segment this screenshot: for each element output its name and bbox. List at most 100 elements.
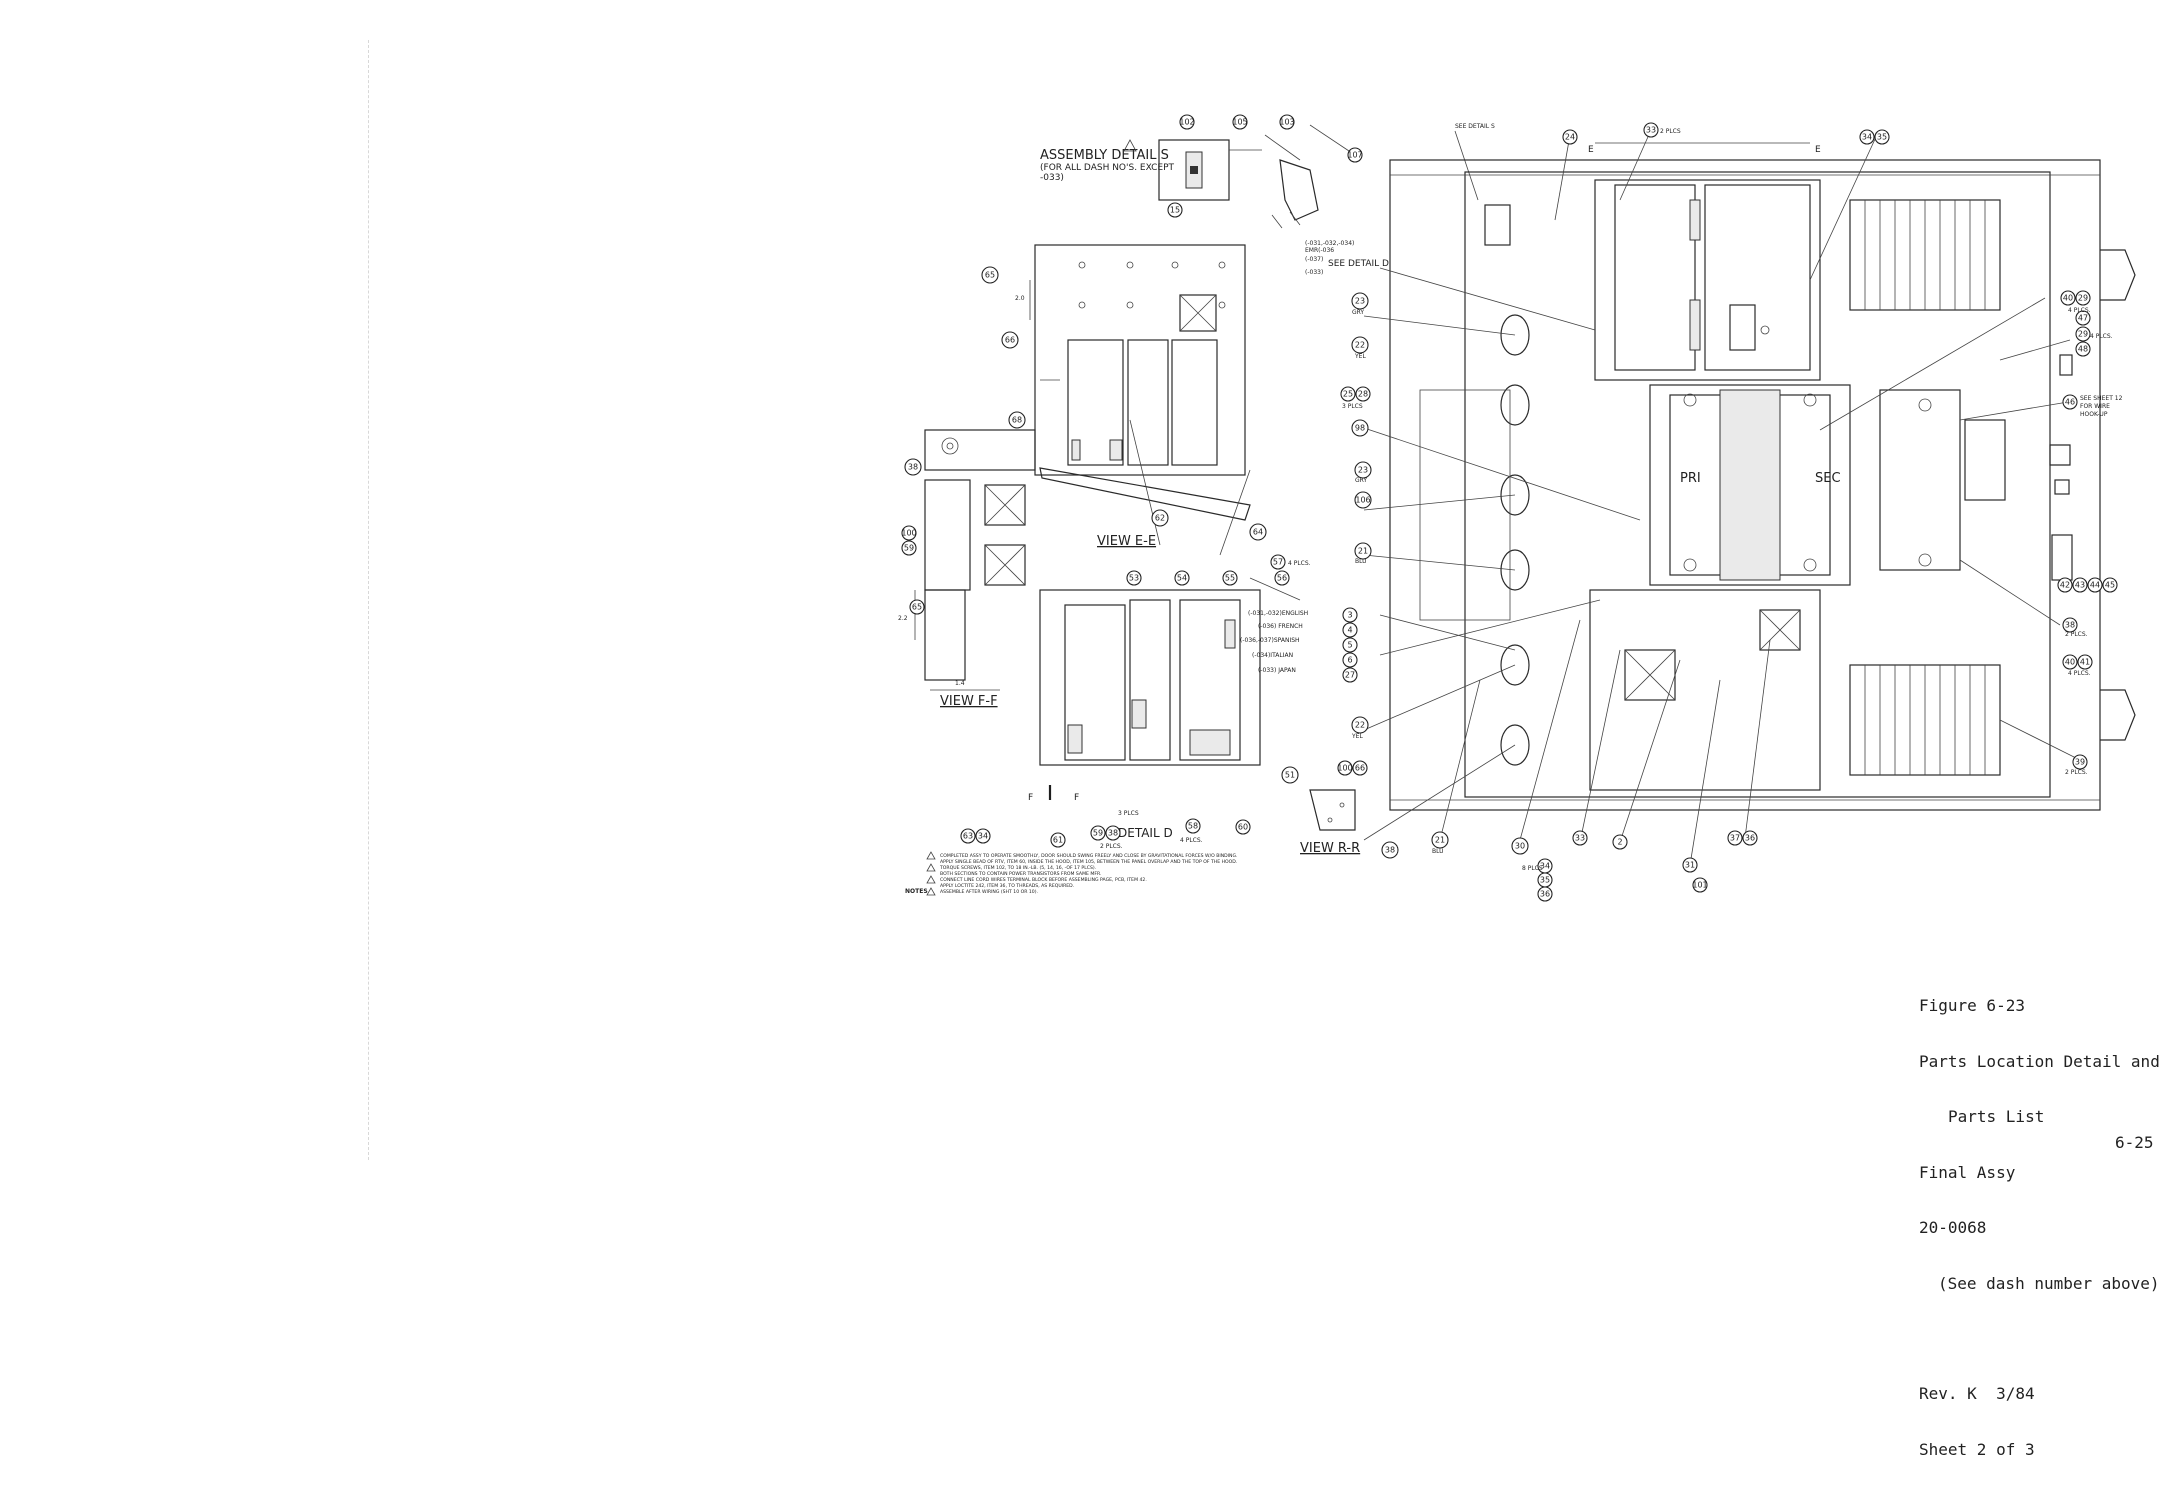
svg-text:28: 28 <box>1358 390 1368 399</box>
lang-italian: (-034)ITALIAN <box>1252 652 1293 659</box>
dash-notes: (-031,-032,-034) EMR(-036 (-037) (-033) … <box>1305 240 1389 276</box>
svg-text:38: 38 <box>2065 621 2075 630</box>
note-1: COMPLETED ASSY TO OPERATE SMOOTHLY, DOOR… <box>940 853 1238 859</box>
svg-text:103: 103 <box>1279 118 1294 127</box>
callout-balloon: 23 <box>1354 461 1372 479</box>
quantity-labels: 2 PLCS 4 PLCS. 4 PLCS. 4 PLCS. 4 PLCS. 2… <box>1100 128 2113 872</box>
dash-note-4: (-033) <box>1305 269 1323 276</box>
svg-text:38: 38 <box>1108 829 1118 838</box>
callout-balloon: 33 <box>1643 122 1659 138</box>
callout-balloon: 15 <box>1167 202 1183 218</box>
callout-balloon: 25 <box>1340 386 1356 402</box>
svg-text:4: 4 <box>1347 626 1352 635</box>
callout-balloon: 27 <box>1342 667 1358 683</box>
svg-text:56: 56 <box>1277 574 1287 583</box>
lang-french: (-036) FRENCH <box>1258 623 1303 630</box>
qty-label: 2 PLCS. <box>2065 631 2088 638</box>
callout-balloon: 22 <box>1351 336 1369 354</box>
svg-text:37: 37 <box>1730 834 1740 843</box>
parts-location-drawing: ASSEMBLY DETAIL S (FOR ALL DASH NO'S. EX… <box>898 114 2136 902</box>
power-transformer: PRI SEC <box>1649 384 1851 586</box>
callout-balloon: 55 <box>1222 570 1238 586</box>
view-r-r-title: VIEW R-R <box>1300 841 1360 856</box>
callout-balloon: 41 <box>2077 654 2093 670</box>
svg-text:48: 48 <box>2078 345 2088 354</box>
qty-label: 4 PLCS. <box>1288 560 1311 567</box>
assembly-details-note-1: (FOR ALL DASH NO'S. EXCEPT <box>1040 163 1175 173</box>
svg-text:35: 35 <box>1877 133 1887 142</box>
heatsink-top <box>1849 199 2001 311</box>
switch-rocker <box>1190 166 1198 174</box>
note-2: APPLY SINGLE BEAD OF RTV, ITEM 60, INSID… <box>940 859 1237 865</box>
svg-text:F: F <box>1074 793 1079 803</box>
svg-text:98: 98 <box>1355 424 1365 433</box>
color-label-gry-2: GRY <box>1355 477 1367 484</box>
svg-text:3: 3 <box>1347 611 1352 620</box>
callout-balloon: 31 <box>1682 857 1698 873</box>
callout-balloon: 100 <box>1337 760 1353 776</box>
svg-text:E: E <box>1588 145 1594 155</box>
qty-label: 2 PLCS. <box>2065 769 2088 776</box>
svg-text:100: 100 <box>1337 764 1352 773</box>
svg-text:102: 102 <box>1179 118 1194 127</box>
assembly-details-title: ASSEMBLY DETAIL S <box>1040 148 1169 163</box>
qty-label: 4 PLCS. <box>1180 837 1203 844</box>
figure-sheet: Sheet 2 of 3 <box>1919 1439 2035 1459</box>
qty-label: 2 PLCS. <box>1100 843 1123 850</box>
svg-text:1.4: 1.4 <box>955 680 965 687</box>
svg-text:40: 40 <box>2065 658 2075 667</box>
svg-text:59: 59 <box>904 544 914 553</box>
callout-balloon: 105 <box>1232 114 1248 130</box>
callout-balloon: 102 <box>1179 114 1195 130</box>
figure-dash-note: (See dash number above) <box>1938 1273 2160 1293</box>
view-f-f-title: VIEW F-F <box>940 694 998 709</box>
svg-text:105: 105 <box>1232 118 1247 127</box>
svg-text:101: 101 <box>1692 881 1707 890</box>
svg-text:22: 22 <box>1355 341 1365 350</box>
color-label-blu-2: BLU <box>1432 848 1444 855</box>
wire-color-labels: GRY YEL GRY BLU YEL BLU <box>1351 309 1444 855</box>
callout-balloons: 102 103 105 107 15 65 66 68 38 100 59 65… <box>901 114 2118 902</box>
manual-page: ASSEMBLY DETAIL S (FOR ALL DASH NO'S. EX… <box>368 40 2160 1458</box>
assembly-detail-s: ASSEMBLY DETAIL S (FOR ALL DASH NO'S. EX… <box>1040 124 1356 229</box>
svg-text:45: 45 <box>2105 581 2115 590</box>
callout-balloon: 5 <box>1342 637 1358 653</box>
callout-balloon: 22 <box>1351 716 1369 734</box>
heatsink-bottom <box>1849 664 2001 776</box>
svg-text:63: 63 <box>963 832 973 841</box>
color-label-yel-2: YEL <box>1351 733 1363 740</box>
callout-balloon: 6 <box>1342 652 1358 668</box>
svg-text:64: 64 <box>1253 528 1263 537</box>
qty-label: 4 PLCS. <box>2090 333 2113 340</box>
rear-connectors <box>2049 249 2136 741</box>
callout-balloon: 63 <box>960 828 976 844</box>
svg-text:29: 29 <box>2078 330 2088 339</box>
svg-text:34: 34 <box>978 832 988 841</box>
svg-text:60: 60 <box>1238 823 1248 832</box>
svg-text:66: 66 <box>1355 764 1365 773</box>
lower-board-bay <box>1589 589 1821 791</box>
svg-text:36: 36 <box>1540 890 1550 899</box>
dash-note-3: (-037) <box>1305 256 1323 263</box>
svg-text:54: 54 <box>1177 574 1187 583</box>
callout-balloon: 28 <box>1355 386 1371 402</box>
notes-label: NOTES <box>905 888 928 895</box>
main-chassis: SEE DETAIL S <box>1389 123 2136 811</box>
callout-balloon: 3 <box>1342 607 1358 623</box>
qty-label: 8 PLCS <box>1522 865 1543 872</box>
callout-balloon: 38 <box>904 458 922 476</box>
qty-label: 4 PLCS. <box>2068 670 2091 677</box>
callout-balloon: 21 <box>1354 542 1372 560</box>
callout-balloon: 21 <box>1431 831 1449 849</box>
detail-d-title: DETAIL D <box>1118 826 1173 840</box>
svg-text:47: 47 <box>2078 314 2088 323</box>
view-f-f: 2.2 1.4 VIEW F-F <box>898 429 1036 709</box>
callout-balloon: 48 <box>2075 341 2091 357</box>
note-flag-icon <box>1123 139 1137 152</box>
svg-text:24: 24 <box>1565 133 1575 142</box>
callout-balloon: 103 <box>1279 114 1295 130</box>
svg-text:44: 44 <box>2090 581 2100 590</box>
svg-text:33: 33 <box>1646 126 1656 135</box>
svg-text:F: F <box>1028 793 1033 803</box>
svg-text:43: 43 <box>2075 581 2085 590</box>
